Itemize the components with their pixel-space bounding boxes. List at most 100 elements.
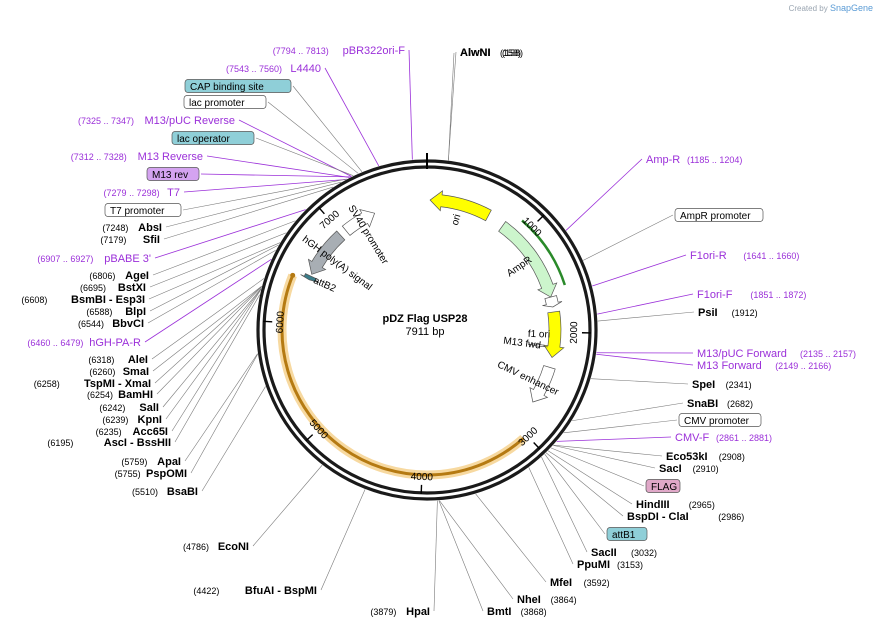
feature-hgh-poly-a-signal (307, 230, 346, 275)
leader-econi (252, 464, 323, 547)
leader-lac-operator (255, 137, 354, 176)
feature-box-label: T7 promoter (110, 206, 165, 217)
leader-m13-puc-reverse (238, 119, 352, 177)
leader-lac-promoter (267, 101, 359, 174)
enzyme-label-eco53ki: Eco53kI(2908) (666, 451, 745, 463)
enzyme-coord: (3153) (617, 560, 643, 570)
enzyme-label-hindiii: HindIII(2965) (636, 499, 715, 511)
leader-ampr-promoter (583, 214, 674, 261)
primer-name: T7 (167, 187, 180, 199)
feature-box-bg (645, 479, 681, 493)
enzyme-name: BlpI (125, 306, 146, 318)
enzyme-coord: (3592) (584, 578, 610, 588)
enzyme-coord: (5510) (132, 487, 158, 497)
enzyme-coord: (3879) (370, 607, 396, 617)
tick-mark (537, 214, 545, 222)
leader-tspmi-xmai (154, 286, 262, 384)
feature-box-bg (183, 95, 267, 109)
feature-box-label: attB1 (612, 530, 636, 541)
enzyme-name: SalI (139, 402, 159, 414)
primer-label-m13-forward: M13 Forward(2149 .. 2166) (697, 360, 831, 372)
enzyme-coord: (3032) (631, 548, 657, 558)
enzyme-name: Eco53kI (666, 451, 708, 463)
leader-apai (184, 353, 258, 462)
enzyme-coord: (2910) (693, 464, 719, 474)
enzyme-coord: (6254) (87, 390, 113, 400)
feature-box-bg (606, 527, 648, 541)
usp28-arc (280, 274, 525, 477)
primer-label-t7: T7(7279 .. 7298) (104, 187, 180, 199)
leader-alei (151, 278, 265, 360)
primer-label-l4440: L4440(7543 .. 7560) (226, 63, 321, 75)
leader-acc65i (171, 289, 262, 432)
enzyme-label-smai: SmaI(6260) (89, 366, 149, 378)
leader-f1ori-r (592, 254, 687, 287)
enzyme-label-bspdi-clai: BspDI - ClaI(2986) (627, 511, 744, 523)
tick-label: 7000 (318, 208, 342, 231)
primer-name: F1ori-F (697, 289, 733, 301)
feature-label-ampr: AmpR (505, 255, 534, 280)
leader-cmv-promoter (563, 419, 678, 434)
leader-mfei (475, 493, 547, 583)
leader-ppumi (528, 467, 574, 565)
feature-box-bg (171, 131, 255, 145)
enzyme-coord: (3864) (551, 595, 577, 605)
feature-box-bg (678, 413, 762, 427)
primer-coord: (1641 .. 1660) (743, 251, 799, 261)
enzyme-coord: (158) (500, 48, 521, 58)
feature-label-ori: ori (450, 213, 463, 227)
feature-box-m13-rev: M13 rev (146, 167, 200, 181)
enzyme-label-sfii: SfiI(7179) (100, 234, 160, 246)
leader-spei (590, 378, 689, 385)
enzyme-label-snabi: SnaBI(2682) (687, 398, 753, 410)
feature-f1-ori (543, 310, 565, 358)
leader-saci (553, 445, 656, 469)
primer-coord: (6907 .. 6927) (37, 254, 93, 264)
leader-bstxi (149, 232, 287, 288)
leader-alwni (448, 52, 455, 161)
leader-hindiii (547, 450, 633, 505)
enzyme-coord: (6235) (96, 427, 122, 437)
enzyme-coord: (6242) (99, 403, 125, 413)
primer-name: M13/pUC Forward (697, 348, 787, 360)
leader-sfii (163, 186, 334, 240)
enzyme-name: BbvCI (112, 318, 144, 330)
feature-box-label: lac promoter (189, 98, 245, 109)
enzyme-label-asci-bsshii: AscI - BssHII(6195) (47, 437, 171, 449)
feature-box-bg (146, 167, 200, 181)
feature-box-label: FLAG (651, 482, 677, 493)
ampr-direction-arc (521, 219, 567, 286)
enzyme-name: MfeI (550, 577, 572, 589)
credit-text: Created by (788, 4, 828, 13)
feature-box-t7-promoter: T7 promoter (104, 203, 182, 217)
enzyme-name: AgeI (125, 270, 149, 282)
primer-label-hgh-pa-r: hGH-PA-R(6460 .. 6479) (27, 337, 141, 349)
tick-label: 2000 (569, 321, 580, 344)
leader-psii (597, 311, 695, 322)
enzyme-label-acc65i: Acc65I (6235) (96, 426, 168, 438)
enzyme-name: Acc65I (133, 426, 168, 438)
enzyme-name: BsaBI (167, 486, 198, 498)
enzyme-coord: (6239) (102, 415, 128, 425)
feature-box-ampr-promoter: AmpR promoter (674, 208, 764, 222)
enzyme-label-kpni: KpnI(6239) (102, 414, 162, 426)
leader-sacii (541, 456, 588, 553)
enzyme-coord: (2682) (727, 399, 753, 409)
primer-name: CMV-F (675, 432, 710, 444)
enzyme-label-alei: AleI(6318) (88, 354, 148, 366)
enzyme-name: SacII (591, 547, 617, 559)
primer-label-f1ori-f: F1ori-F(1851 .. 1872) (697, 289, 806, 301)
enzyme-label-bsmbi-esp3i: BsmBI - Esp3I(6608) (21, 294, 145, 306)
plasmid-name: pDZ Flag USP28 (383, 313, 468, 325)
feature-attb2 (300, 273, 320, 283)
leader-kpni (165, 288, 262, 420)
leader-bbvci (147, 250, 276, 324)
feature-box-label: CAP binding site (190, 82, 264, 93)
enzyme-name: PsiI (698, 307, 718, 319)
label-leader-lines (144, 49, 695, 612)
enzyme-coord: (158) (502, 48, 523, 58)
primer-coord: (2135 .. 2157) (800, 349, 856, 359)
feature-box-flag: FLAG (645, 479, 681, 493)
enzyme-label-bfuai-bspmi: BfuAI - BspMI(4422) (193, 585, 317, 597)
feature-cmv-enhancer (529, 365, 556, 403)
